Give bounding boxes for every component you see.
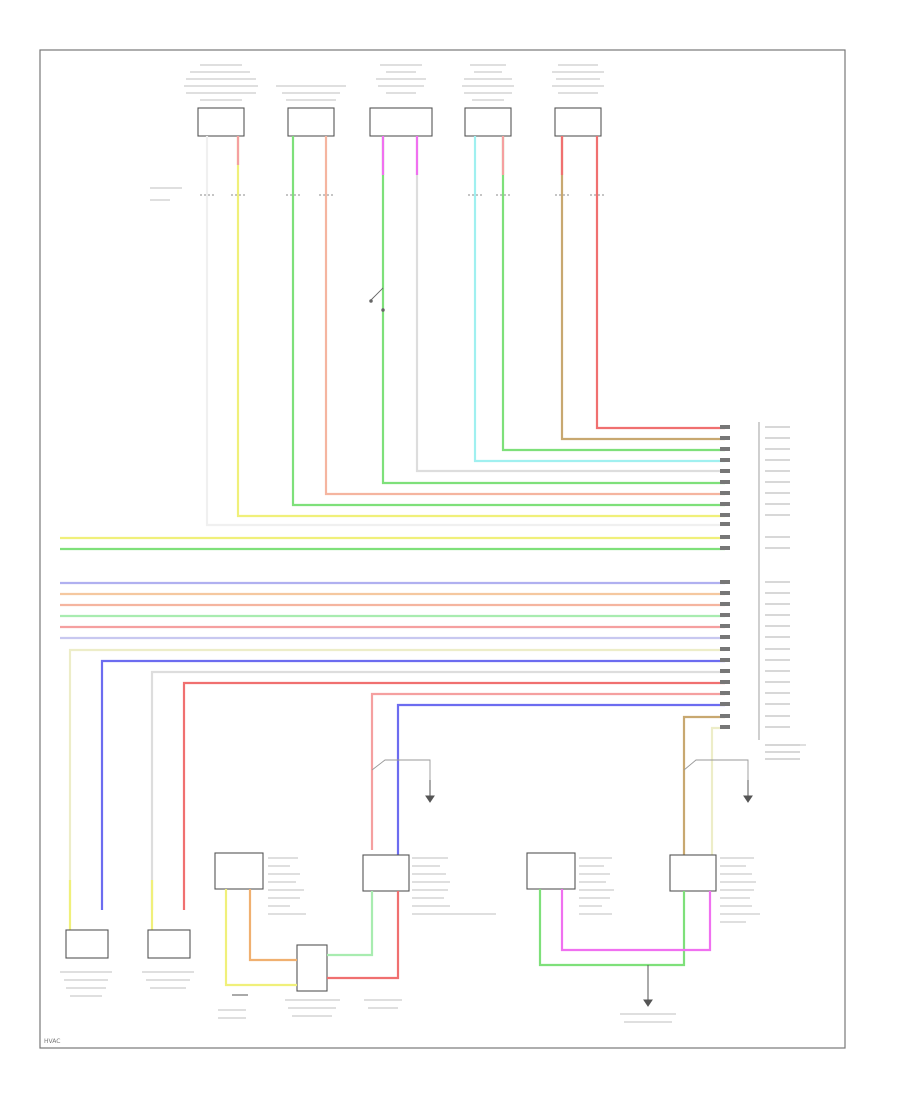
- top-label-blocks: [184, 64, 604, 101]
- wire-lower-red: [182, 681, 725, 910]
- wire-left-box-orange: [248, 889, 297, 962]
- component-box-4: [464, 107, 512, 137]
- left-mid-module-box: [362, 854, 410, 892]
- wire-right-green: [538, 889, 686, 967]
- wire-lower-blue: [100, 659, 725, 910]
- ground-lead-right: [683, 759, 749, 780]
- wire-center-red: [327, 891, 400, 980]
- wire-comp1-a: [205, 136, 725, 527]
- inline-switch: [369, 287, 385, 312]
- wire-comp1-b: [236, 136, 725, 518]
- component-box-2: [287, 107, 335, 137]
- wire-right-magenta: [560, 889, 712, 952]
- right-mid-module-box: [669, 854, 717, 892]
- wire-mid-pink: [370, 692, 725, 850]
- main-connector: [720, 422, 800, 760]
- wire-right-tan: [682, 715, 725, 855]
- wire-comp4-a: [473, 136, 725, 463]
- lower-label-blocks: [60, 187, 806, 1023]
- ground-symbols: [232, 780, 753, 1007]
- wire-comp5-b: [595, 136, 725, 430]
- wire-comp3-b: [415, 136, 725, 473]
- wire-comp2-a: [291, 136, 725, 507]
- top-components: [197, 107, 602, 137]
- component-box-5: [554, 107, 602, 137]
- right-component-box: [526, 852, 576, 890]
- component-box-3: [369, 107, 433, 137]
- wire-lower-white: [150, 670, 725, 910]
- diagram-frame: [39, 49, 846, 1049]
- ground-lead-left: [371, 759, 431, 780]
- wire-lower-ivory: [68, 648, 725, 910]
- wire-comp4-b: [501, 136, 725, 452]
- lower-components: [65, 852, 717, 992]
- wire-right-ivory: [710, 726, 725, 855]
- wire-mid-blue: [396, 703, 725, 855]
- wire-center-green: [327, 891, 374, 957]
- lower-left-motor-1: [65, 929, 109, 959]
- wire-left-box-yellow: [224, 889, 297, 987]
- component-box-1: [197, 107, 245, 137]
- wire-comp5-a: [560, 136, 725, 441]
- left-component-box: [214, 852, 264, 890]
- lower-left-motor-2: [147, 929, 191, 959]
- wire-comp3-a: [381, 136, 725, 485]
- center-module-box: [296, 944, 328, 992]
- diagram-code: HVAC: [44, 1038, 60, 1045]
- wire-comp2-b: [324, 136, 725, 496]
